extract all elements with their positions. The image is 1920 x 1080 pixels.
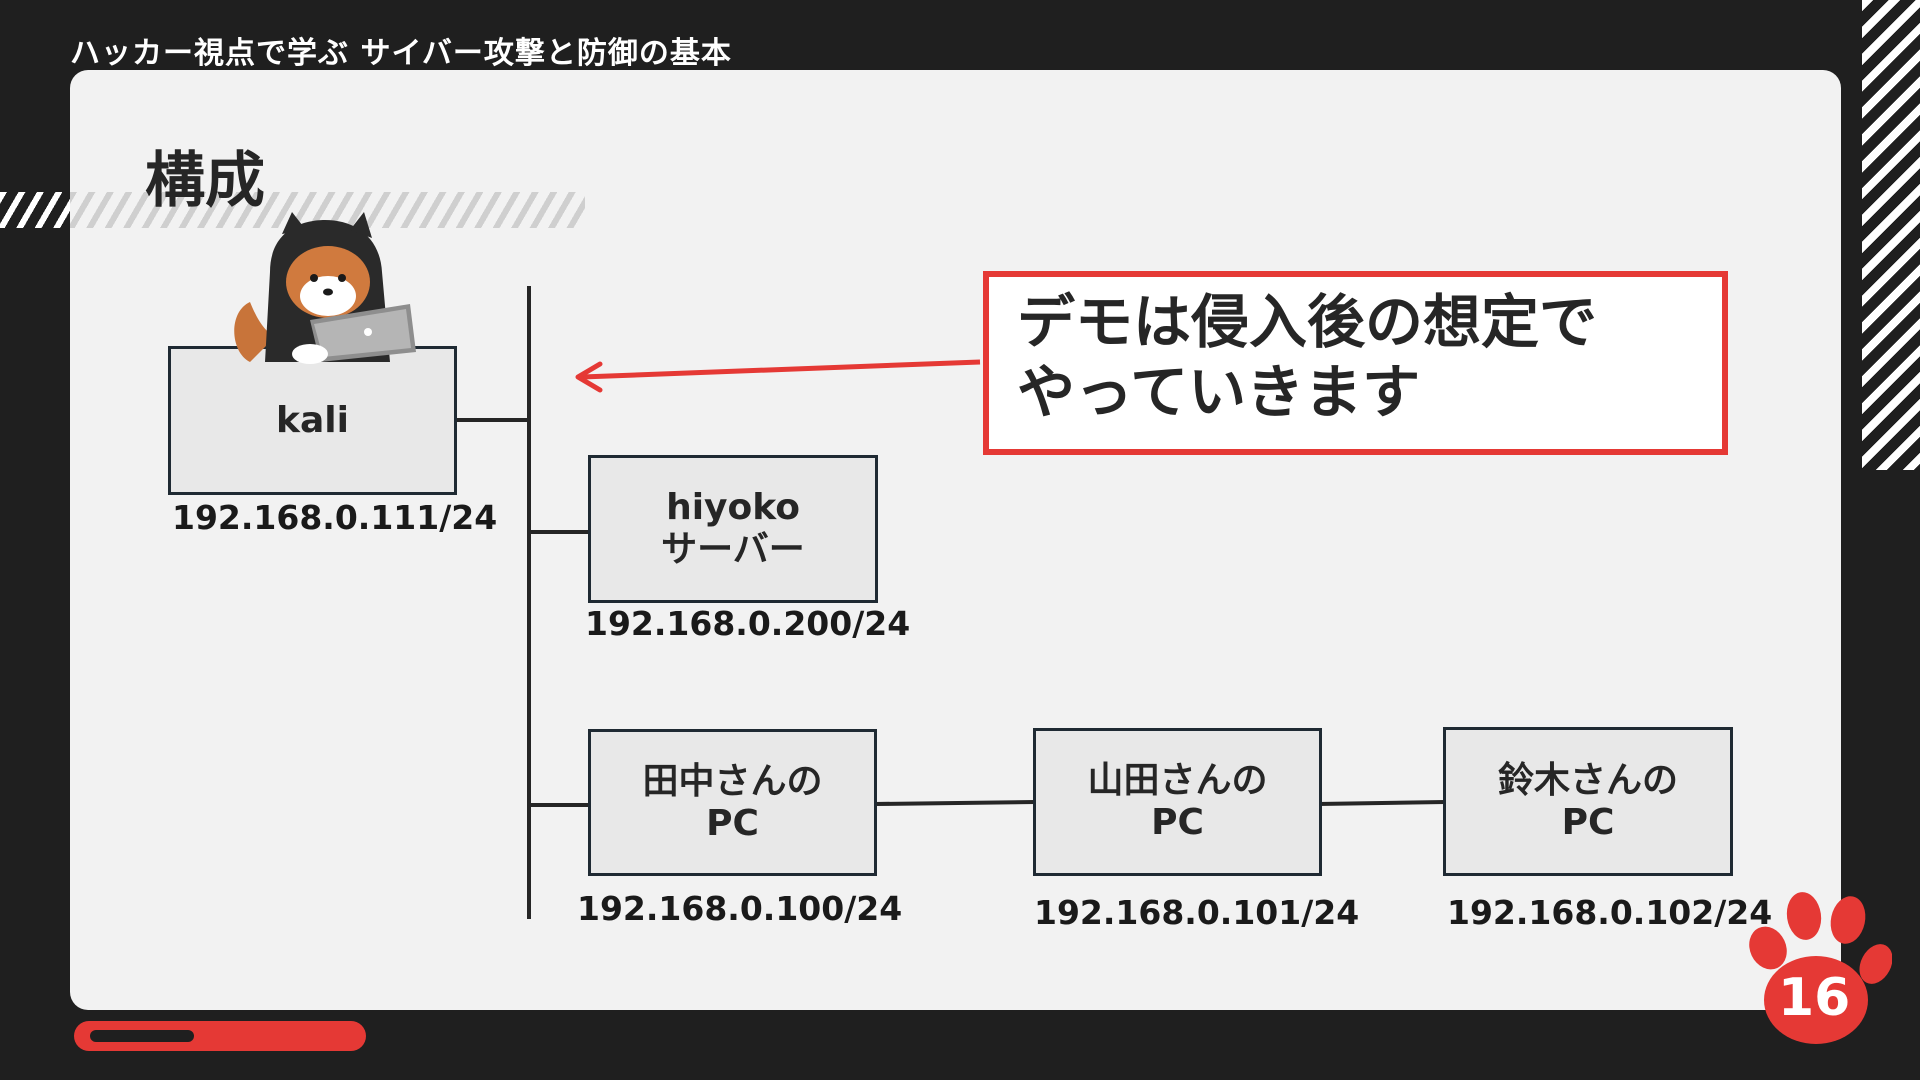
node-suzuki-label-line1: 鈴木さんの (1497, 759, 1678, 801)
node-suzuki-label-line2: PC (1561, 801, 1615, 843)
node-hiyoko-label-line1: hiyoko (666, 487, 800, 528)
callout-line-2: やっていきます (1017, 358, 1421, 426)
link-tanaka-yamada (874, 800, 1036, 806)
page-number: 16 (1778, 968, 1851, 1028)
shiba-hacker-mascot-icon (234, 212, 416, 364)
decorative-stripes-right (1862, 0, 1920, 470)
node-kali-label: kali (276, 399, 349, 441)
header-title: ハッカー視点で学ぶ サイバー攻撃と防御の基本 (70, 36, 732, 71)
node-hiyoko-server: hiyoko サーバー (588, 455, 878, 603)
node-yamada-label-line1: 山田さんの (1087, 760, 1268, 801)
node-hiyoko-label-line2: サーバー (661, 529, 805, 570)
node-yamada-pc: 山田さんの PC (1033, 728, 1322, 876)
ip-kali: 192.168.0.111/24 (172, 498, 498, 537)
ip-suzuki: 192.168.0.102/24 (1447, 893, 1773, 932)
node-kali: kali (168, 346, 457, 495)
link-yamada-suzuki (1317, 800, 1446, 806)
callout-line-1: デモは侵入後の想定で (1017, 288, 1598, 356)
ip-hiyoko: 192.168.0.200/24 (585, 604, 911, 643)
ip-yamada: 192.168.0.101/24 (1034, 893, 1360, 932)
node-tanaka-label-line1: 田中さんの (642, 760, 823, 802)
page-title: 構成 (145, 146, 265, 216)
paw-icon (1749, 892, 1892, 1044)
node-suzuki-pc: 鈴木さんの PC (1443, 727, 1733, 876)
callout-box: デモは侵入後の想定で やっていきます (983, 271, 1728, 455)
node-yamada-label-line2: PC (1151, 802, 1204, 843)
node-tanaka-pc: 田中さんの PC (588, 729, 877, 876)
arrow-left-icon (575, 359, 981, 393)
progress-bar-fill (90, 1030, 194, 1042)
node-tanaka-label-line2: PC (706, 802, 759, 844)
progress-bar (74, 1021, 366, 1051)
decorative-stripes-left-dark (0, 192, 70, 228)
ip-tanaka: 192.168.0.100/24 (577, 889, 903, 928)
